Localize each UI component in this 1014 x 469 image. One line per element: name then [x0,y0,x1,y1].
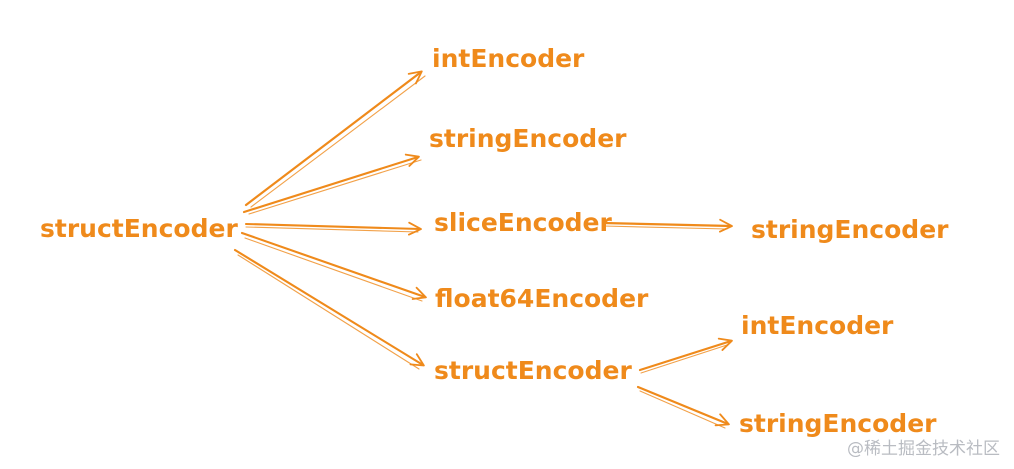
arrow-root-to-struct-encoder [233,248,425,370]
arrow-struct-to-string-encoder [636,385,730,429]
arrow-root-to-slice-encoder [244,221,422,236]
arrow-struct-to-int-encoder [638,337,733,374]
arrow-root-to-int-encoder [244,70,426,208]
node-float64-encoder: float64Encoder [435,284,649,313]
node-struct-int-encoder: intEncoder [741,311,894,340]
arrow-root-to-float64-encoder [240,231,427,302]
watermark-text: @稀土掘金技术社区 [847,439,1000,459]
node-string-encoder: stringEncoder [429,124,627,153]
node-slice-string-encoder: stringEncoder [751,215,949,244]
arrow-root-to-string-encoder [242,153,422,215]
arrow-slice-to-string-encoder [601,218,733,233]
node-struct-string-encoder: stringEncoder [739,409,937,438]
node-struct-encoder: structEncoder [434,356,632,385]
node-slice-encoder: sliceEncoder [434,208,613,237]
node-root-struct-encoder: structEncoder [40,214,238,243]
node-int-encoder: intEncoder [432,44,585,73]
